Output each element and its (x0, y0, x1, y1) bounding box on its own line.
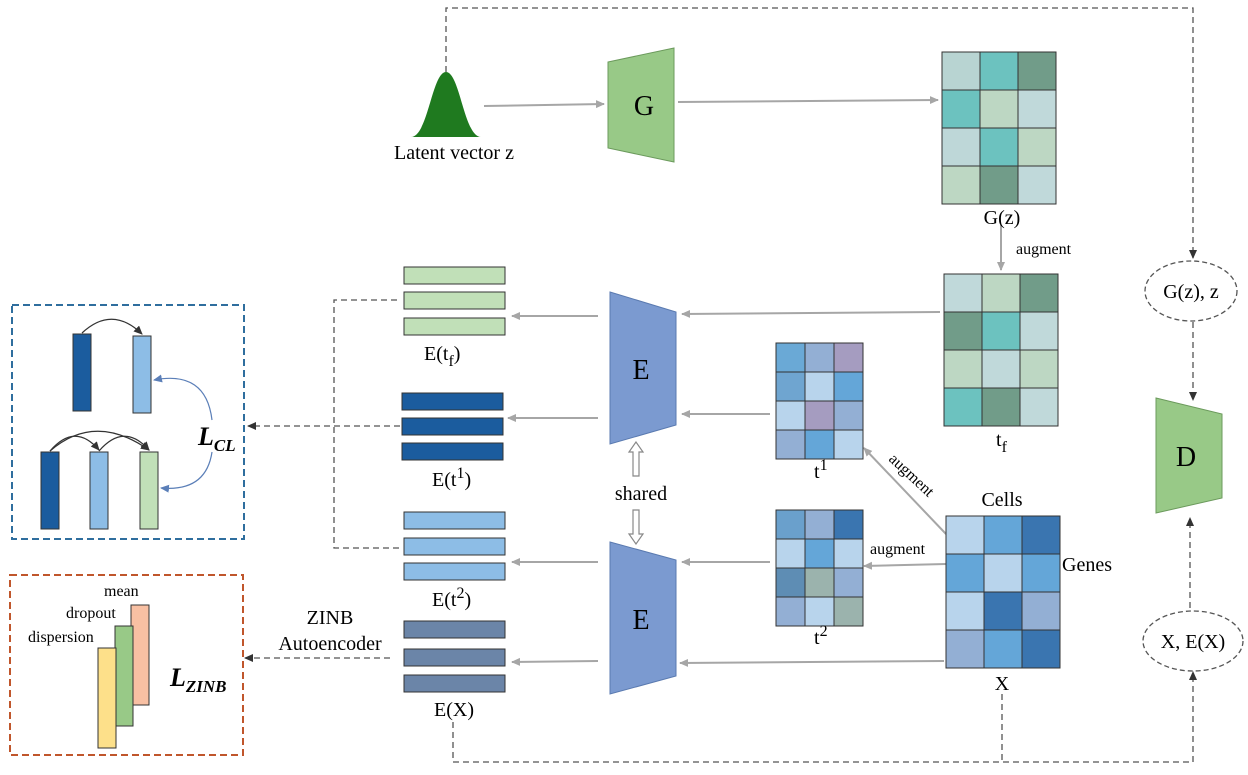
t1-matrix (775, 342, 864, 460)
embedding-tf (403, 266, 506, 336)
hollow-arrow-up-icon (627, 440, 645, 477)
x-ex-input: X, E(X) (1142, 610, 1244, 672)
tf-matrix (943, 273, 1059, 427)
x-ex-label: X, E(X) (1161, 631, 1225, 653)
latent-vector-label: Latent vector z (394, 142, 514, 164)
t2-label: t2 (814, 623, 828, 649)
encoder-top-label: E (632, 355, 649, 386)
hollow-arrow-down-icon (627, 509, 645, 546)
zinb-loss-panel: mean dropout dispersion LZINB (9, 574, 244, 756)
cells-label: Cells (981, 489, 1022, 511)
shared-indicator (627, 440, 645, 546)
contrastive-loss-panel: LCL (11, 304, 245, 540)
tf-label: tf (996, 429, 1008, 456)
dashed-connectors (244, 7, 1197, 763)
augment-label-top: augment (1016, 241, 1072, 258)
generator-label: G (634, 91, 654, 122)
discriminator-label: D (1176, 442, 1196, 473)
e-tf-label: E(tf) (424, 343, 460, 370)
t1-label: t1 (814, 457, 828, 483)
loss-cl-label: LCL (197, 422, 236, 455)
zinb-label-line1: ZINB (307, 607, 354, 629)
gaussian-bell-icon (411, 72, 481, 137)
embedding-t1 (401, 392, 504, 461)
e-t2-label: E(t2) (432, 585, 471, 611)
discriminator: D (1155, 397, 1223, 514)
encoder-bottom-label: E (632, 605, 649, 636)
embedding-t2 (403, 511, 506, 581)
shared-label: shared (615, 483, 667, 505)
embedding-x (403, 620, 506, 693)
gz-z-input: G(z), z (1144, 260, 1238, 322)
gz-matrix (941, 51, 1057, 205)
dispersion-label: dispersion (28, 629, 94, 646)
x-matrix (945, 515, 1061, 669)
e-t1-label: E(t1) (432, 465, 471, 491)
gz-z-label: G(z), z (1163, 281, 1219, 303)
gz-label: G(z) (984, 207, 1021, 229)
augment-label-t2: augment (870, 541, 926, 558)
dropout-label: dropout (66, 605, 116, 622)
solid-arrows (483, 96, 1005, 667)
mean-label: mean (104, 583, 139, 600)
t2-matrix (775, 509, 864, 627)
zinb-label-line2: Autoencoder (278, 633, 382, 655)
encoder-top: E (609, 291, 677, 445)
latent-distribution: Latent vector z (394, 72, 514, 164)
generator: G (607, 47, 675, 163)
x-label: X (995, 673, 1010, 695)
e-x-label: E(X) (434, 699, 474, 721)
loss-zinb-label: LZINB (169, 663, 227, 696)
augment-label-t1: augment (885, 450, 937, 500)
genes-label: Genes (1062, 554, 1112, 576)
encoder-bottom: E (609, 541, 677, 695)
